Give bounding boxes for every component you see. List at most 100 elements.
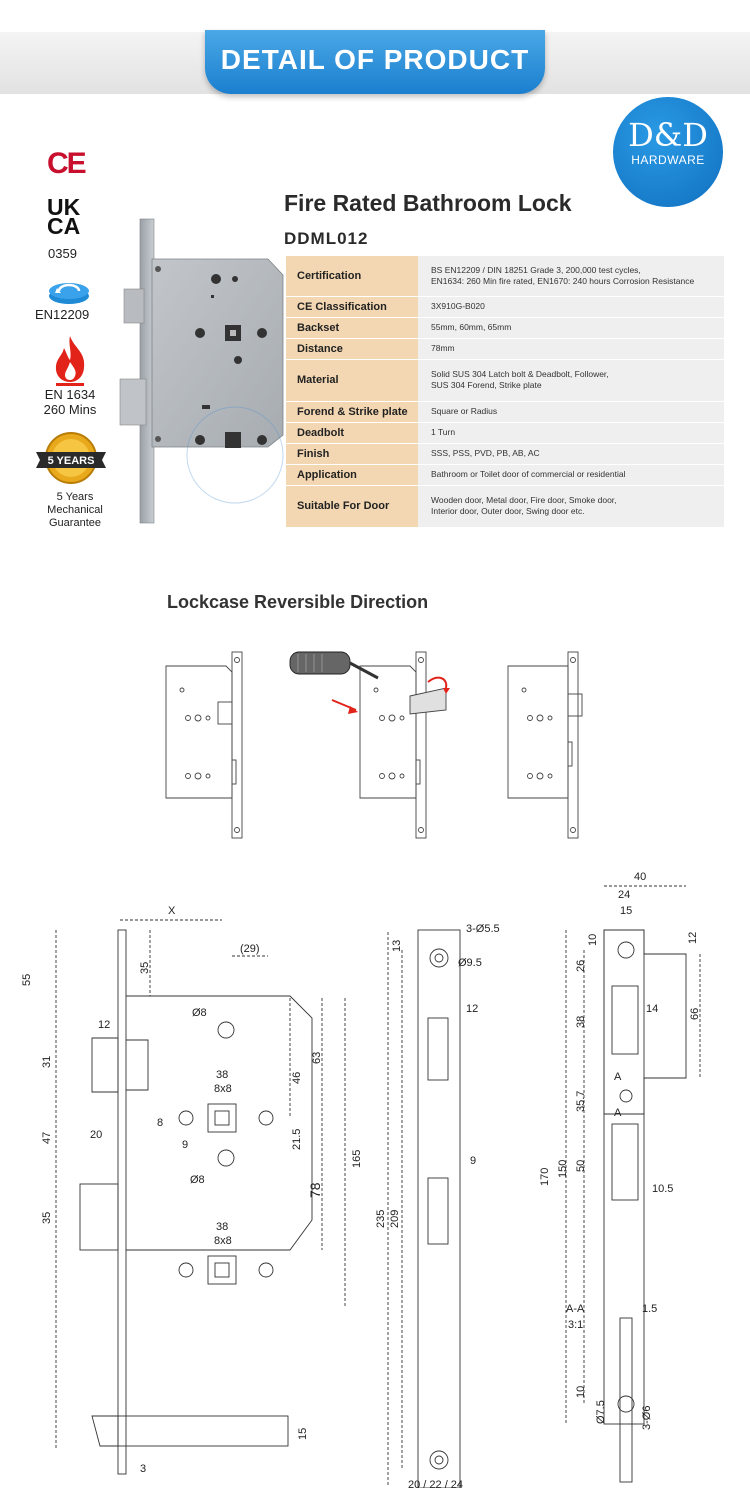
dim-35-7: 35.7 [575, 1091, 587, 1112]
spec-label: Application [286, 464, 418, 486]
dim-x: X [168, 905, 176, 917]
spec-value-line: EN1634: 260 Min fire rated, EN1670: 240 … [431, 275, 695, 286]
spec-value: Solid SUS 304 Latch bolt & Deadbolt, Fol… [418, 359, 724, 402]
section-aa: A-A [566, 1303, 585, 1315]
dim-9a: 9 [182, 1139, 188, 1151]
product-title: Fire Rated Bathroom Lock [284, 190, 572, 216]
dim-10-5: 10.5 [652, 1183, 673, 1195]
spec-value: BS EN12209 / DIN 18251 Grade 3, 200,000 … [418, 256, 724, 297]
guarantee-line-1: 5 Years [56, 491, 94, 503]
dim-47: 47 [41, 1132, 53, 1144]
spec-row: Finish SSS, PSS, PVD, PB, AB, AC [286, 443, 724, 465]
spec-label: Finish [286, 443, 418, 465]
guarantee-label: 5 Years Mechanical Guarantee [40, 491, 110, 530]
spec-label: Suitable For Door [286, 485, 418, 528]
spec-value-line: 55mm, 60mm, 65mm [431, 322, 512, 332]
spec-value: 55mm, 60mm, 65mm [418, 317, 724, 339]
dim-50: 50 [575, 1160, 587, 1172]
spec-row: Material Solid SUS 304 Latch bolt & Deadb… [286, 359, 724, 402]
spec-value: SSS, PSS, PVD, PB, AB, AC [418, 443, 724, 465]
spec-value: 3X910G-B020 [418, 296, 724, 318]
spec-label: Distance [286, 338, 418, 360]
spec-value: 1 Turn [418, 422, 724, 444]
dim-38c: 38 [575, 1016, 587, 1028]
dim-66: 66 [689, 1008, 701, 1020]
spec-label: Material [286, 359, 418, 402]
spec-label: CE Classification [286, 296, 418, 318]
fire-line-2: 260 Mins [43, 402, 97, 417]
dim-1-5: 1.5 [642, 1303, 657, 1315]
lockcase-step-3 [507, 651, 583, 839]
spec-label: Forend & Strike plate [286, 401, 418, 423]
spec-value-line: Interior door, Outer door, Swing door et… [431, 506, 585, 516]
spec-value: Wooden door, Metal door, Fire door, Smok… [418, 485, 724, 528]
spec-row: CE Classification 3X910G-B020 [286, 296, 724, 318]
dim-a2: A [614, 1107, 622, 1119]
dim-9b: 9 [470, 1155, 476, 1167]
ukca-top: UK [47, 194, 81, 220]
section-scale: 3:1 [568, 1319, 583, 1331]
screwdriver-icon [289, 651, 379, 680]
spec-label: Backset [286, 317, 418, 339]
spec-value: Bathroom or Toilet door of commercial or… [418, 464, 724, 486]
dim-o7-5: Ø7.5 [595, 1400, 607, 1424]
reversible-diagram [165, 651, 583, 839]
en12209-label: EN12209 [35, 307, 90, 322]
dim-12a: 12 [98, 1019, 110, 1031]
spec-value-line: 3X910G-B020 [431, 301, 485, 311]
dim-35a: 35 [139, 962, 151, 974]
lockcase-step-1 [165, 651, 243, 839]
dim-o8a: Ø8 [192, 1007, 207, 1019]
spec-value-line: 1 Turn [431, 427, 456, 437]
dim-46: 46 [291, 1072, 303, 1084]
dim-26: 26 [575, 960, 587, 972]
ukca-bottom: CA [47, 213, 81, 239]
dim-12b: 12 [466, 1003, 478, 1015]
lock-photo [119, 218, 284, 524]
product-model: DDML012 [284, 229, 369, 248]
fire-rating-label: EN 1634 260 Mins [38, 387, 102, 417]
en12209-icon [49, 283, 89, 304]
ukca-number: 0359 [48, 246, 77, 261]
dim-o8b: Ø8 [190, 1174, 205, 1186]
dim-o9-5: Ø9.5 [458, 957, 482, 969]
header-tab [205, 30, 545, 94]
dim-55: 55 [21, 974, 33, 986]
spec-value-line: SUS 304 Forend, Strike plate [431, 380, 542, 390]
spec-value: Square or Radius [418, 401, 724, 423]
spec-value-line: SSS, PSS, PVD, PB, AB, AC [431, 448, 540, 458]
dim-40: 40 [634, 871, 646, 883]
reversible-title: Lockcase Reversible Direction [167, 592, 429, 612]
dim-10a: 10 [587, 934, 599, 946]
page-title: DETAIL OF PRODUCT [220, 44, 530, 75]
dim-235: 235 [375, 1210, 387, 1228]
dim-31: 31 [41, 1056, 53, 1068]
dim-8x8b: 8x8 [214, 1235, 232, 1247]
spec-label: Certification [286, 256, 418, 297]
dim-38b: 38 [216, 1221, 228, 1233]
dim-3: 3 [140, 1463, 146, 1475]
lockcase-step-2 [331, 651, 450, 839]
dim-8x8a: 8x8 [214, 1083, 232, 1095]
dim-14: 14 [646, 1003, 658, 1015]
spec-value: 78mm [418, 338, 724, 360]
dim-10b: 10 [575, 1386, 587, 1398]
dim-78: 78 [307, 1182, 323, 1198]
dim-15: 15 [297, 1428, 309, 1440]
brand-logo: D&D HARDWARE [613, 97, 723, 207]
dim-150: 150 [557, 1160, 569, 1178]
dim-21-5: 21.5 [291, 1129, 303, 1150]
badge-text: 5 YEARS [48, 455, 95, 467]
dim-15b: 15 [620, 905, 632, 917]
spec-value-line: Solid SUS 304 Latch bolt & Deadbolt, Fol… [431, 369, 609, 379]
dim-63: 63 [311, 1052, 323, 1064]
dimension-lines [55, 885, 701, 1488]
dim-20-22-24: 20 / 22 / 24 [408, 1479, 463, 1488]
ce-mark-icon: CE [47, 147, 87, 180]
dim-3-holes: 3-Ø5.5 [466, 923, 500, 935]
dim-13: 13 [391, 940, 403, 952]
